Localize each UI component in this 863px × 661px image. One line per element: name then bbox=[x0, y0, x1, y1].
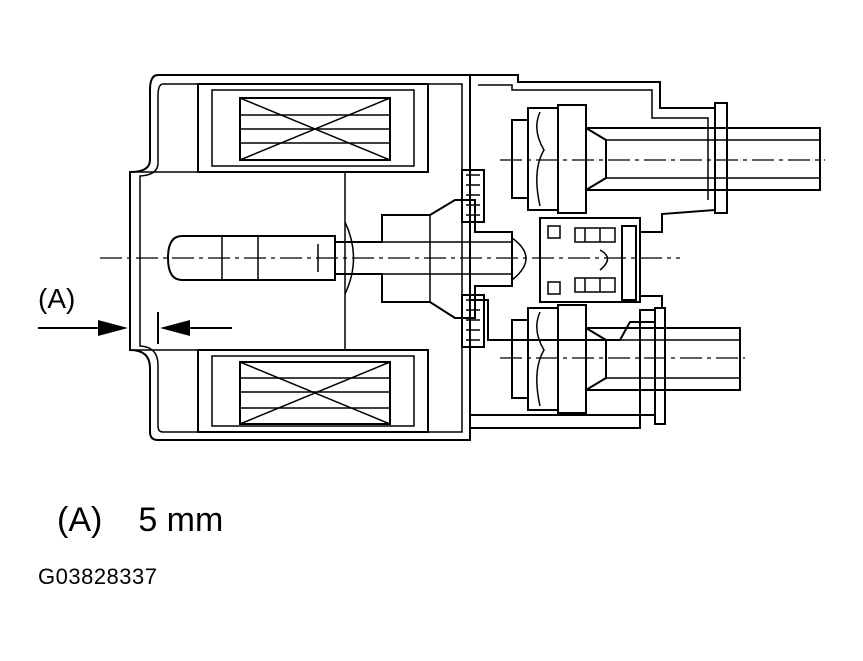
legend-value: 5 mm bbox=[138, 501, 224, 539]
upper-coil bbox=[197, 83, 429, 173]
upper-terminal-bolt bbox=[585, 127, 821, 191]
figure-id: G03828337 bbox=[38, 564, 158, 589]
dimension-a-arrows bbox=[38, 312, 232, 344]
dimension-legend: (A) 5 mm bbox=[57, 503, 223, 537]
lower-coil bbox=[197, 349, 429, 433]
contact-plate bbox=[461, 169, 485, 348]
dimension-a-label: (A) bbox=[38, 283, 76, 314]
plunger bbox=[166, 172, 355, 350]
plunger-shaft bbox=[334, 199, 527, 319]
contact-spring-lower bbox=[511, 304, 587, 414]
end-cover bbox=[470, 74, 728, 429]
contact-spring-upper bbox=[511, 104, 587, 214]
legend-key: (A) bbox=[57, 501, 103, 539]
lower-terminal-bolt bbox=[585, 327, 741, 391]
center-connector bbox=[539, 217, 641, 303]
center-lines bbox=[100, 159, 825, 359]
